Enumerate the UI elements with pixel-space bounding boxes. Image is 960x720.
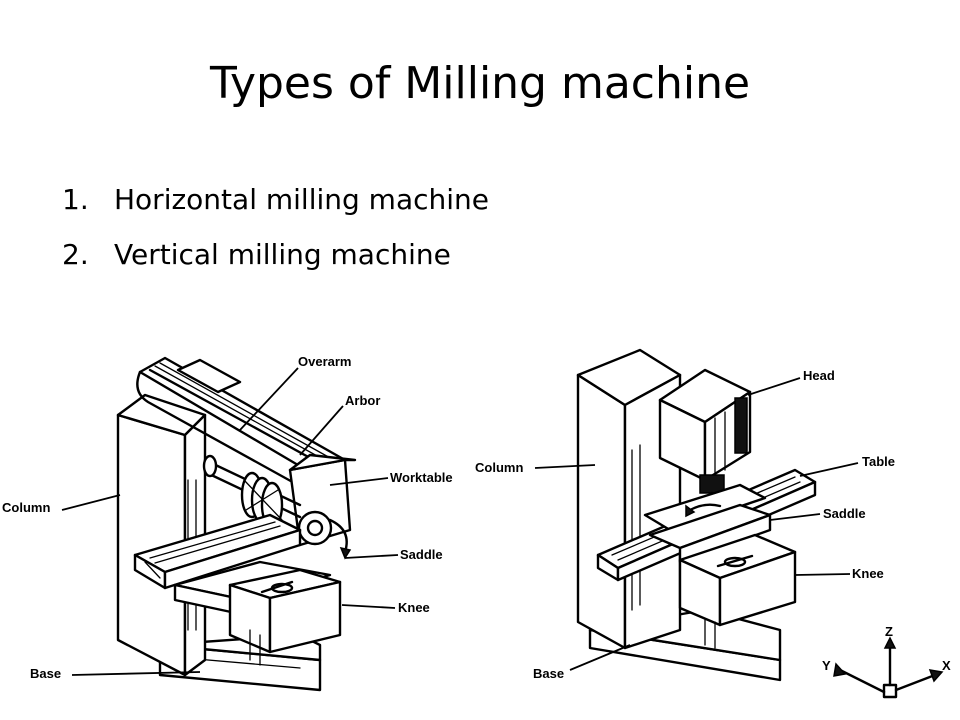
- vertical-column: [576, 348, 682, 650]
- machine-type-list: 1. Horizontal milling machine 2. Vertical …: [62, 172, 489, 282]
- horizontal-handwheel: [297, 510, 352, 560]
- label-saddle: Saddle: [823, 506, 866, 521]
- label-column: Column: [2, 500, 50, 515]
- label-overarm: Overarm: [298, 354, 351, 369]
- horizontal-table: [133, 513, 302, 590]
- list-item-text: Horizontal milling machine: [114, 183, 490, 216]
- label-head: Head: [803, 368, 835, 383]
- vertical-saddle: [648, 503, 772, 564]
- label-table: Table: [862, 454, 895, 469]
- vertical-knee: [678, 533, 797, 649]
- axis-label-x: X: [942, 658, 951, 673]
- horizontal-knee: [228, 568, 342, 666]
- axis-label-y: Y: [822, 658, 831, 673]
- list-item-number: 1.: [62, 183, 89, 216]
- vertical-milling-machine: Head Column Table Saddle Knee Base Z Y X: [475, 348, 951, 699]
- horizontal-leader-lines: [61, 367, 399, 676]
- horizontal-column: [116, 393, 207, 677]
- label-base: Base: [30, 666, 61, 681]
- list-item-text: Vertical milling machine: [114, 238, 451, 271]
- label-worktable: Worktable: [390, 470, 453, 485]
- vertical-head: [658, 368, 752, 482]
- axis-label-z: Z: [885, 624, 893, 639]
- label-saddle: Saddle: [400, 547, 443, 562]
- list-item: 1. Horizontal milling machine: [62, 172, 489, 227]
- axis-indicator: [833, 636, 944, 699]
- label-column: Column: [475, 460, 523, 475]
- list-item-number: 2.: [62, 238, 89, 271]
- label-base: Base: [533, 666, 564, 681]
- vertical-leader-lines: [534, 377, 859, 671]
- label-arbor: Arbor: [345, 393, 380, 408]
- list-item: 2. Vertical milling machine: [62, 227, 489, 282]
- label-knee: Knee: [852, 566, 884, 581]
- milling-machines-figure: Overarm Arbor Worktable Column Saddle Kn…: [2, 348, 951, 699]
- horizontal-milling-machine: Overarm Arbor Worktable Column Saddle Kn…: [2, 354, 453, 692]
- label-knee: Knee: [398, 600, 430, 615]
- slide-title: Types of Milling machine: [209, 58, 751, 109]
